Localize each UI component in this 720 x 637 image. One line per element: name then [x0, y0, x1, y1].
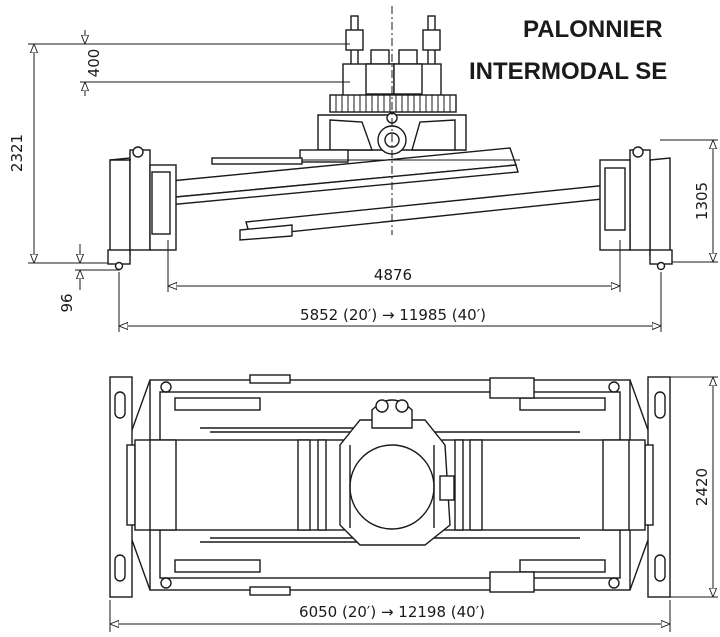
- dim-label-2321: 2321: [8, 134, 26, 172]
- dim-label-5852: 5852 (20′) → 11985 (40′): [300, 306, 486, 324]
- dim-label-1305: 1305: [693, 182, 711, 220]
- dim-label-96: 96: [58, 293, 76, 312]
- drawing-title-line-1: PALONNIER: [523, 16, 663, 43]
- plan-view: [109, 374, 671, 598]
- side-dimensions: [28, 30, 718, 332]
- spreader-housing: [299, 94, 467, 163]
- plan-dimensions: [109, 376, 718, 632]
- top-lift-links: [342, 15, 442, 97]
- dim-label-2420: 2420: [693, 468, 711, 506]
- dim-label-400: 400: [85, 49, 103, 78]
- right-end-housing: [599, 146, 673, 271]
- drawing-title-line-2: INTERMODAL SE: [469, 58, 668, 85]
- side-view: [107, 6, 673, 271]
- dim-label-6050: 6050 (20′) → 12198 (40′): [299, 603, 485, 621]
- main-beam: [159, 147, 613, 241]
- left-end-housing: [107, 146, 177, 271]
- dim-label-4876: 4876: [374, 266, 412, 284]
